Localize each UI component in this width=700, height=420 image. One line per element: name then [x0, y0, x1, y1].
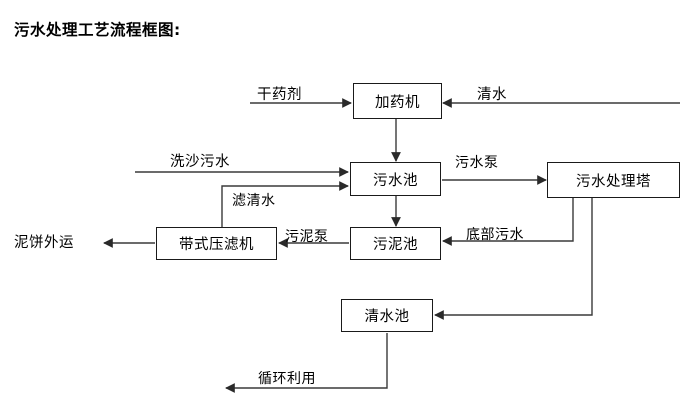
edge-treatment-tower-to-clear-water-pool	[434, 198, 593, 320]
node-label: 清水池	[364, 309, 410, 325]
node-belt-press[interactable]: 带式压滤机	[156, 227, 277, 260]
node-label: 带式压滤机	[179, 237, 254, 253]
terminal-clean-water: 清水	[477, 83, 507, 104]
edge-clear-water-pool-recycle-out	[225, 333, 388, 393]
edge-label-sludge-pump: 污泥泵	[285, 226, 329, 246]
edge-label-text: 滤清水	[232, 193, 276, 209]
node-sewage-pool[interactable]: 污水池	[350, 162, 441, 196]
terminal-sand-wash-water: 洗沙污水	[170, 150, 230, 171]
terminal-dry-chemical: 干药剂	[257, 83, 302, 104]
terminal-label-text: 干药剂	[257, 87, 302, 103]
terminal-label-text: 洗沙污水	[170, 154, 230, 170]
edge-label-text: 污泥泵	[285, 229, 329, 245]
node-label: 污水池	[373, 172, 418, 189]
edge-label-filtered-water: 滤清水	[232, 190, 276, 210]
edge-label-text: 循环利用	[258, 371, 316, 387]
edge-belt-press-to-sewage-pool	[221, 181, 349, 227]
page-title: 污水处理工艺流程框图:	[14, 21, 181, 39]
edge-label-sewage-pump: 污水泵	[455, 152, 499, 172]
edge-label-bottom-sewage: 底部污水	[466, 224, 524, 244]
node-clear-water-pool[interactable]: 清水池	[341, 299, 433, 332]
edge-treatment-tower-to-sludge-pool	[442, 198, 574, 246]
terminal-label-text: 泥饼外运	[14, 235, 74, 251]
edge-label-text: 污水泵	[455, 155, 499, 171]
node-dosing-machine[interactable]: 加药机	[353, 83, 442, 119]
node-label: 加药机	[375, 94, 420, 111]
node-label: 污水处理塔	[576, 173, 651, 190]
edge-label-text: 底部污水	[466, 227, 524, 243]
node-treatment-tower[interactable]: 污水处理塔	[547, 162, 680, 198]
terminal-mud-cake-out: 泥饼外运	[14, 231, 74, 252]
node-sludge-pool[interactable]: 污泥池	[350, 227, 441, 260]
terminal-label-text: 清水	[477, 87, 507, 103]
node-label: 污泥池	[373, 237, 418, 253]
edge-label-recycle-reuse: 循环利用	[258, 368, 316, 388]
